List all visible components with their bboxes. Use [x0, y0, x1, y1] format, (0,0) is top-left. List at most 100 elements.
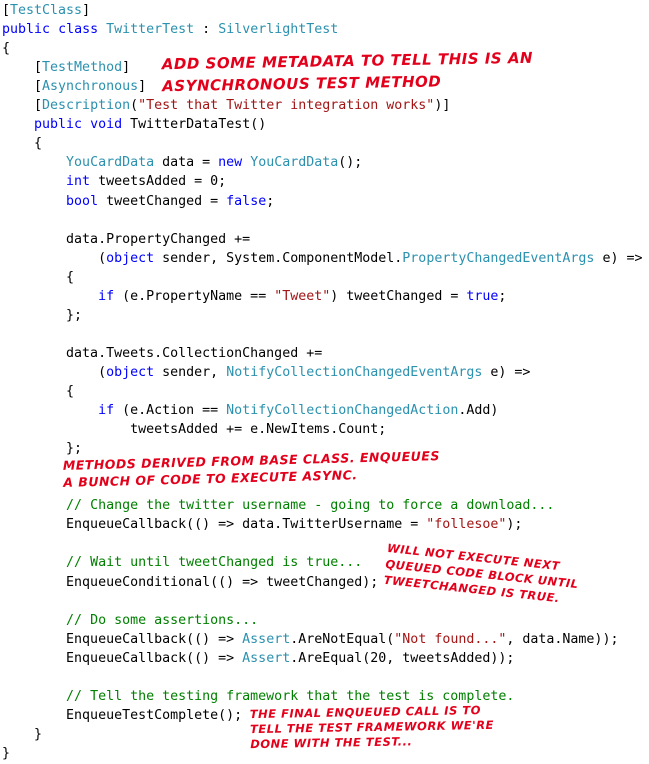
code-line: {	[2, 382, 74, 401]
code-token: SilverlightTest	[218, 22, 339, 38]
code-token	[82, 117, 90, 132]
code-line: bool tweetChanged = false;	[2, 192, 274, 211]
code-token: NotifyCollectionChangedAction	[226, 403, 459, 419]
code-token: "Test that Twitter integration works"	[138, 98, 435, 114]
code-token: TwitterTest	[106, 22, 195, 38]
code-token: , data.Name));	[506, 631, 619, 647]
code-token: Assert	[242, 650, 291, 666]
code-token: "Not found..."	[394, 631, 507, 647]
code-token: .Add)	[458, 403, 499, 419]
code-token: e) =>	[482, 364, 531, 380]
code-token: {	[2, 136, 43, 152]
code-line: [Description("Test that Twitter integrat…	[2, 96, 450, 115]
code-token: }	[2, 745, 11, 761]
code-token: ();	[338, 155, 363, 171]
code-token: .AreNotEqual(	[290, 631, 395, 647]
code-line: [TestMethod]	[2, 58, 130, 77]
code-token: if	[98, 288, 115, 304]
code-token: TwitterDataTest()	[122, 117, 267, 133]
code-line: EnqueueCallback(() => Assert.AreEqual(20…	[2, 649, 514, 668]
code-token: Asynchronous	[42, 79, 139, 95]
code-line: int tweetsAdded = 0;	[2, 172, 226, 191]
code-token: // Change the twitter username - going t…	[66, 498, 555, 514]
code-token: EnqueueCallback(() =>	[2, 631, 243, 647]
code-token: Description	[42, 98, 131, 114]
code-token: TestMethod	[42, 60, 123, 76]
code-line: YouCardData data = new YouCardData();	[2, 153, 362, 172]
code-line: (object sender, System.ComponentModel.Pr…	[2, 249, 642, 268]
code-token: )]	[434, 98, 451, 114]
code-token	[2, 174, 66, 189]
code-token: YouCardData	[66, 155, 155, 171]
code-token: object	[106, 364, 155, 380]
code-token: ) tweetChanged =	[330, 288, 467, 304]
code-line: // Wait until tweetChanged is true...	[2, 553, 362, 572]
code-token: PropertyChangedEventArgs	[402, 250, 595, 266]
code-token: int	[66, 174, 91, 190]
code-token	[2, 498, 66, 513]
code-token: (	[2, 364, 107, 380]
code-token: [	[2, 60, 43, 76]
code-token: (e.Action ==	[114, 403, 227, 419]
code-token: (	[130, 98, 139, 114]
code-token: [	[2, 79, 43, 95]
code-line: {	[2, 39, 10, 58]
code-token: tweetChanged =	[98, 193, 227, 209]
code-token: // Do some assertions...	[66, 612, 259, 628]
code-line: (object sender, NotifyCollectionChangedE…	[2, 363, 530, 382]
code-token: TestClass	[10, 3, 83, 18]
code-token: e) =>	[594, 250, 643, 266]
code-token: Assert	[242, 631, 291, 647]
code-token: "Tweet"	[274, 288, 331, 304]
code-token: ]	[82, 3, 91, 18]
code-token	[2, 613, 66, 628]
code-line: // Change the twitter username - going t…	[2, 496, 554, 515]
code-token: EnqueueCallback(() => data.TwitterUserna…	[2, 517, 427, 533]
code-token: sender,	[154, 364, 227, 380]
code-token	[2, 689, 66, 704]
code-token: EnqueueConditional(() => tweetChanged);	[2, 574, 379, 590]
code-line: public void TwitterDataTest()	[2, 115, 266, 134]
code-token: (e.PropertyName ==	[114, 288, 275, 304]
code-line: {	[2, 268, 74, 287]
annotation-metadata: Add some metadata to tell this is an asy…	[161, 48, 534, 96]
code-line: data.Tweets.CollectionChanged +=	[2, 344, 322, 363]
code-line: };	[2, 306, 82, 325]
code-token: :	[194, 22, 219, 38]
code-token: );	[506, 517, 523, 533]
code-token: EnqueueCallback(() =>	[2, 650, 243, 666]
code-token: "follesoe"	[426, 517, 507, 533]
code-token	[2, 289, 98, 304]
code-line: };	[2, 439, 82, 458]
code-line: tweetsAdded += e.NewItems.Count;	[2, 420, 386, 439]
code-line: }	[2, 744, 10, 763]
code-token: new	[218, 155, 243, 171]
code-token: (	[2, 250, 107, 266]
code-token: public	[2, 22, 51, 38]
code-token: false	[226, 193, 267, 209]
code-token: bool	[66, 193, 99, 209]
code-line: if (e.PropertyName == "Tweet") tweetChan…	[2, 287, 506, 306]
annotation-final-call: The final enqueued call is to tell the t…	[249, 703, 495, 752]
code-token: tweetsAdded = 0;	[90, 174, 227, 190]
code-line: [TestClass]	[2, 1, 90, 20]
code-token	[2, 194, 66, 209]
code-token: tweetsAdded += e.NewItems.Count;	[2, 422, 387, 438]
code-line: [Asynchronous]	[2, 77, 146, 96]
code-token: sender, System.ComponentModel.	[154, 250, 403, 266]
code-token: public	[34, 117, 83, 133]
code-line: EnqueueConditional(() => tweetChanged);	[2, 573, 378, 592]
code-token	[98, 22, 106, 37]
code-token: ;	[266, 193, 275, 209]
code-token: };	[2, 307, 83, 323]
code-token	[2, 117, 34, 132]
code-line: EnqueueTestComplete();	[2, 706, 242, 725]
code-token: true	[466, 288, 499, 304]
code-token	[2, 155, 66, 170]
code-token: ]	[122, 60, 131, 76]
code-token: }	[2, 726, 43, 742]
code-token: EnqueueTestComplete();	[2, 707, 243, 723]
code-token: class	[58, 22, 99, 38]
code-line: {	[2, 134, 42, 153]
